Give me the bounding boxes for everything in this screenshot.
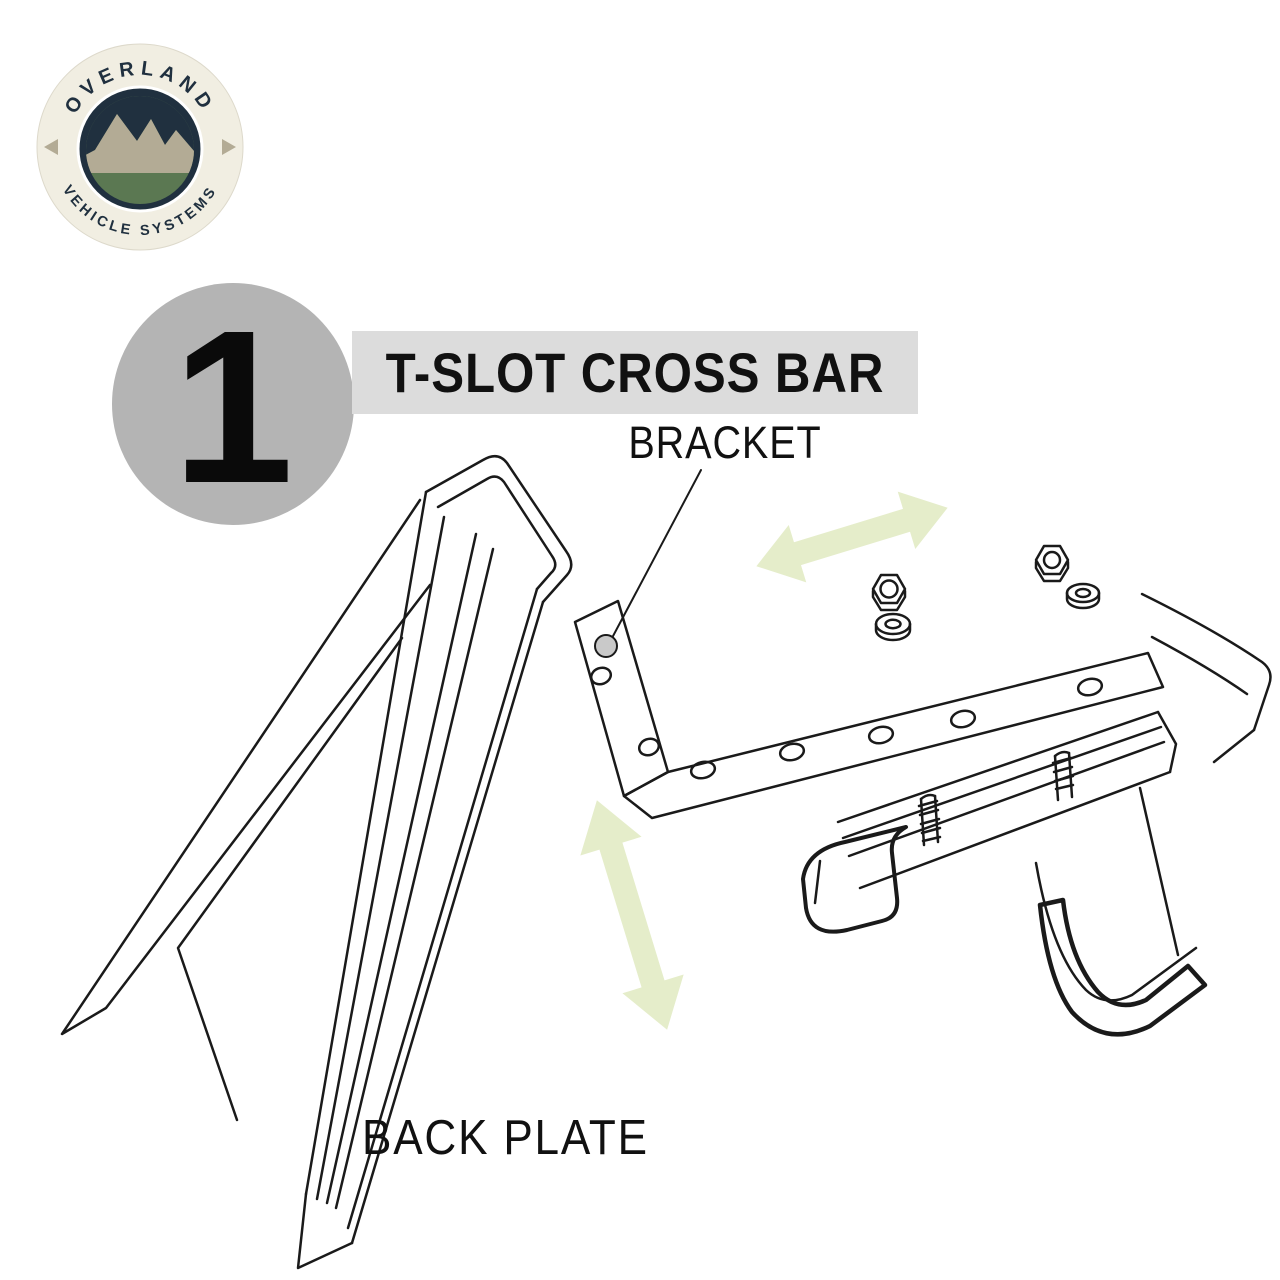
- back-plate-fold-line: [176, 636, 404, 1122]
- title-highlight-bar: [352, 331, 918, 414]
- back-plate-label: BACK PLATE: [362, 1111, 649, 1165]
- washer-hole: [1074, 587, 1092, 599]
- stud-threads: [1051, 756, 1075, 791]
- tower-leg-line: [1034, 861, 1198, 1002]
- nut-hex: [871, 573, 907, 605]
- mountain-icon: [86, 96, 194, 204]
- back-plate-rail-line: [334, 547, 495, 1210]
- logo: OVERLAND VEHICLE SYSTEMS: [36, 43, 244, 251]
- hex-nut-1: [871, 573, 907, 612]
- bracket-hole: [1076, 677, 1104, 697]
- washer-outer: [1065, 582, 1101, 604]
- mountain-sky: [86, 96, 194, 158]
- step-title: T-SLOT CROSS BAR: [385, 341, 885, 404]
- step-indicator: 1: [112, 283, 354, 529]
- hardware-drawing: [871, 544, 1101, 847]
- line-art: [60, 454, 1272, 1270]
- bracket-hole: [689, 760, 717, 780]
- bracket-hole: [778, 742, 806, 762]
- washer-side: [874, 622, 912, 642]
- double-arrow-upper-icon: [756, 491, 948, 583]
- back-plate-rail-line: [346, 587, 539, 1230]
- stud-top: [919, 793, 937, 801]
- bracket-hole: [949, 709, 977, 729]
- rail-edge: [836, 710, 1160, 824]
- washer-hole: [884, 618, 902, 630]
- nut-hex: [1034, 544, 1070, 576]
- tower-clamp-claw: [1037, 897, 1208, 1037]
- bracket-hole: [589, 666, 613, 686]
- washer-2: [1065, 582, 1101, 610]
- bracket-label: BRACKET: [628, 417, 822, 468]
- hex-nut-2: [1034, 544, 1070, 583]
- direction-arrows: [580, 491, 948, 1030]
- washer-outer: [874, 612, 912, 636]
- rail-stub-line: [1150, 635, 1249, 696]
- cross-bar-drawing: [801, 592, 1272, 1037]
- double-arrow-lower-icon: [580, 800, 684, 1030]
- rail-stub-line: [1140, 592, 1272, 732]
- stud-2: [1051, 750, 1075, 802]
- rail-stub-line: [1212, 728, 1256, 764]
- bracket-callout-line: [611, 469, 702, 639]
- back-plate-bottom-tip: [296, 1192, 354, 1270]
- back-plate-top-lip: [424, 454, 573, 604]
- rail-front-edge: [858, 770, 1172, 890]
- rail-end-cap: [801, 825, 908, 934]
- step-circle: [112, 283, 354, 525]
- back-plate-rail-line: [304, 490, 428, 1196]
- logo-left-chevron-icon: [44, 139, 58, 155]
- logo-right-chevron-icon: [222, 139, 236, 155]
- bracket-horizontal-face: [622, 651, 1165, 820]
- step-number: 1: [172, 286, 293, 529]
- washer-side: [1065, 591, 1101, 610]
- back-plate-drawing: [60, 454, 573, 1270]
- bracket-drawing: [573, 599, 1165, 820]
- tower-support-line: [1138, 786, 1180, 957]
- nut-hole: [879, 579, 899, 599]
- bracket-hole: [867, 725, 895, 745]
- back-plate-rail-edge: [350, 600, 545, 1245]
- back-plate-rail-line: [325, 532, 478, 1205]
- rail-tslot-edge: [841, 725, 1163, 840]
- bracket-hole: [637, 737, 661, 757]
- back-plate-left-flap: [60, 498, 432, 1036]
- stud-threads: [917, 799, 942, 843]
- bracket-vertical-face: [573, 599, 670, 798]
- bracket-callout-dot: [594, 634, 618, 658]
- rail-end-cut: [1156, 710, 1178, 774]
- rail-tslot-edge: [847, 740, 1166, 858]
- mountain-ridge: [86, 114, 194, 173]
- rail-end-cap-detail: [813, 859, 822, 905]
- nut-hole: [1042, 550, 1062, 570]
- stud-top: [1053, 750, 1071, 758]
- back-plate-rail-line: [315, 515, 446, 1201]
- back-plate-top-lip-inner: [436, 475, 557, 591]
- stud-1: [917, 793, 942, 847]
- nut-side: [1034, 560, 1070, 583]
- washer-1: [874, 612, 912, 642]
- nut-side: [871, 589, 907, 612]
